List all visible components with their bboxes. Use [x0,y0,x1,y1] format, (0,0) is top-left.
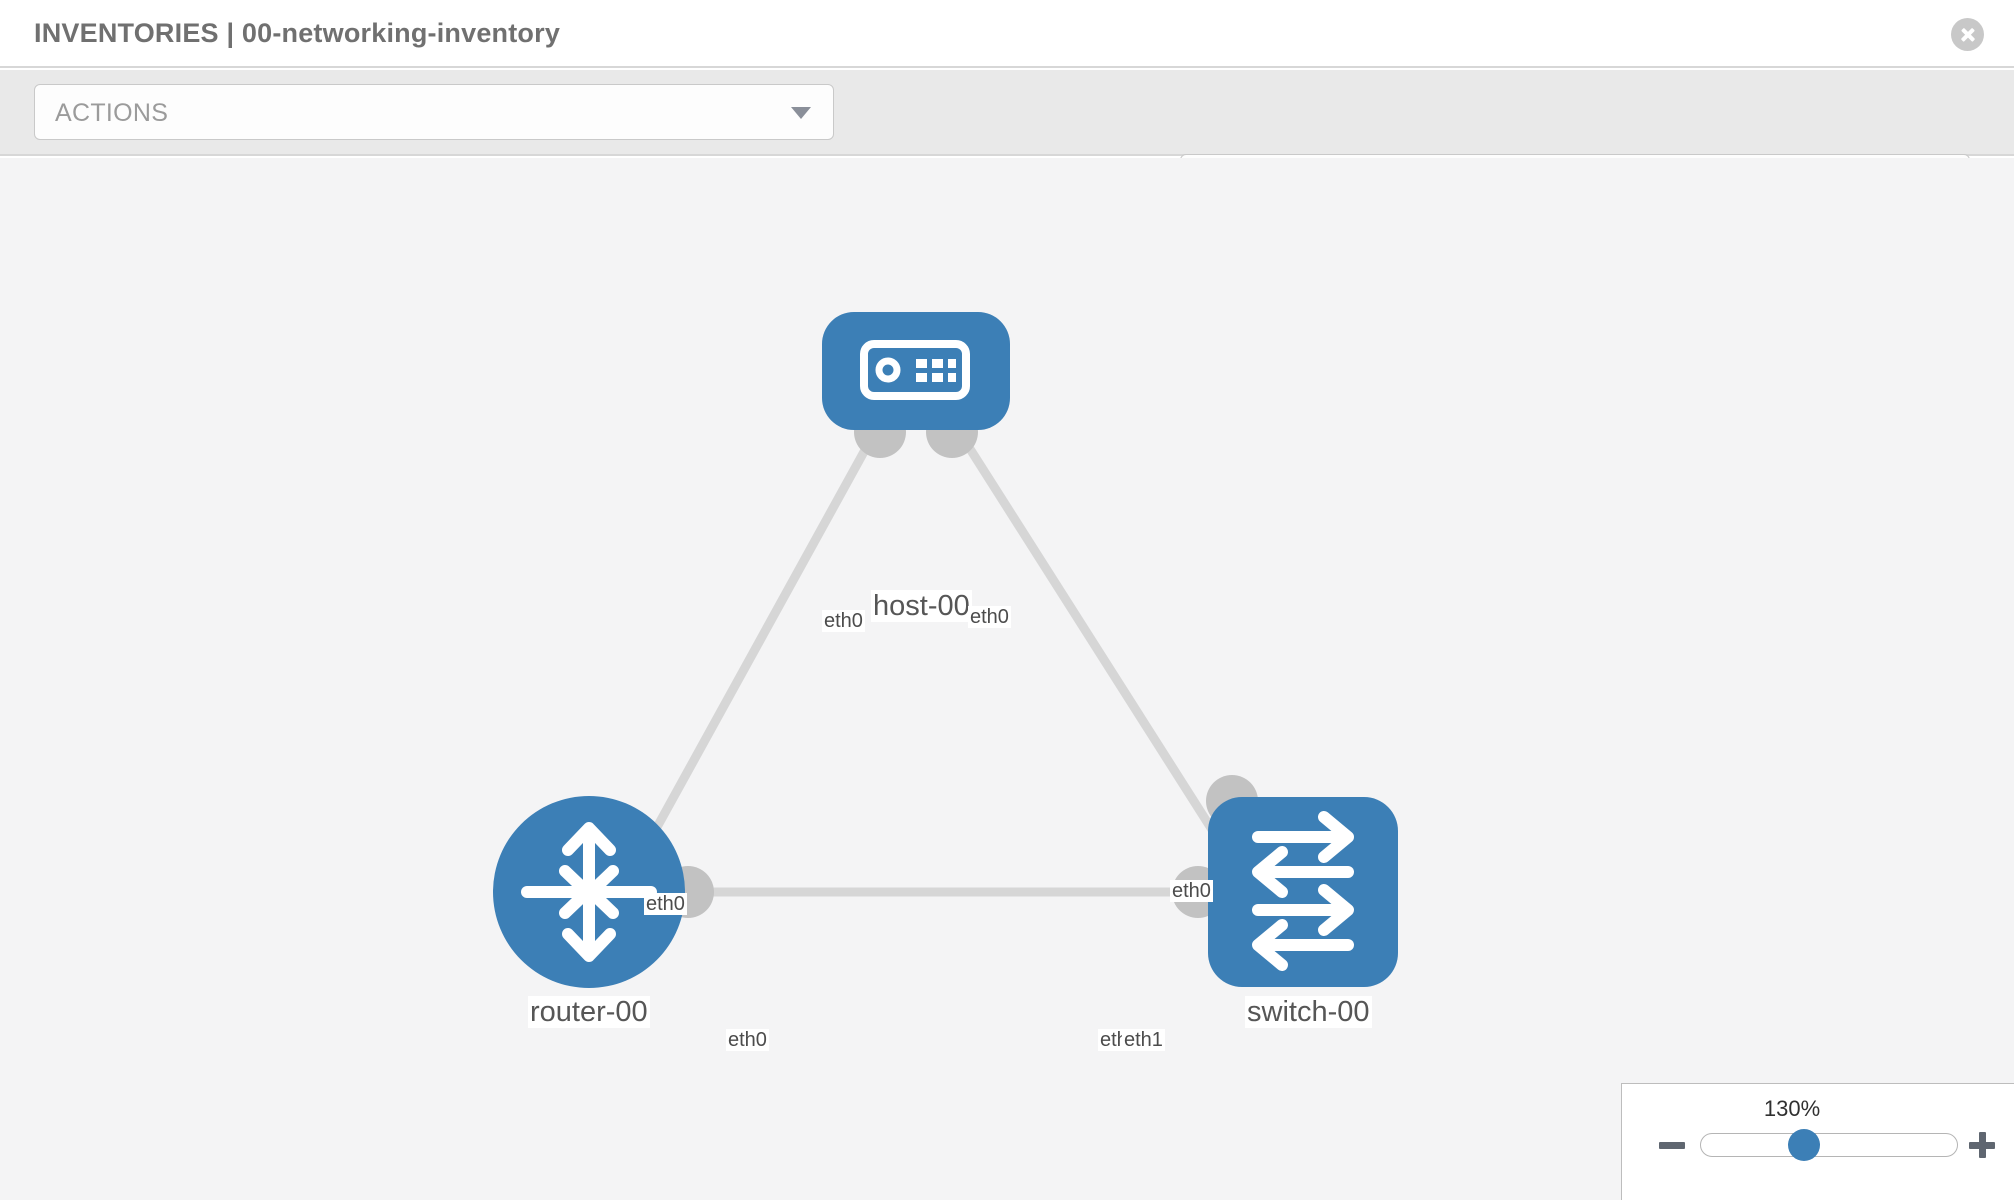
topology-canvas[interactable]: host-00 router-00 switch-00 eth0 eth0 et… [0,158,2014,1200]
close-icon[interactable] [1951,18,1984,51]
iface-label-switch00-eth1: eth1 [1122,1029,1165,1052]
iface-label-host00-eth0-right: eth0 [968,606,1011,629]
actions-dropdown-label: ACTIONS [55,99,169,127]
link-host00-router00 [636,427,880,861]
iface-label-router00-eth0-up: eth0 [644,893,687,916]
server-appliance-icon [860,340,970,400]
iface-label-host00-eth0-left: eth0 [822,610,865,633]
topology-graph [493,312,1398,988]
node-label-host-00: host-00 [871,590,972,623]
topology-links [636,427,1234,897]
node-label-router-00: router-00 [528,996,650,1029]
actions-dropdown[interactable]: ACTIONS [34,84,834,140]
node-switch-00 [1208,797,1398,987]
zoom-control-panel: 130% [1621,1083,2014,1200]
node-label-switch-00: switch-00 [1245,996,1372,1029]
node-switch-00-shape [1208,797,1398,987]
plus-icon[interactable] [1969,1132,1995,1158]
node-host-00-shape [822,312,1010,430]
chevron-down-icon [791,107,811,119]
zoom-slider[interactable] [1700,1133,1958,1157]
iface-label-switch00-eth0-up: eth0 [1170,880,1213,903]
switch-arrows-icon [1252,811,1354,971]
minus-icon[interactable] [1659,1132,1685,1158]
iface-label-router00-eth0: eth0 [726,1029,769,1052]
router-arrows-icon [521,822,657,962]
link-host00-switch00 [954,427,1234,861]
toolbar: ACTIONS SEARCH [0,70,2014,210]
page-header: INVENTORIES | 00-networking-inventory [0,0,2014,68]
zoom-slider-thumb[interactable] [1788,1129,1820,1161]
node-router-00 [493,796,685,988]
page-title: INVENTORIES | 00-networking-inventory [34,18,561,48]
node-host-00 [822,312,1010,430]
zoom-level-value: 130% [1763,1096,1821,1121]
